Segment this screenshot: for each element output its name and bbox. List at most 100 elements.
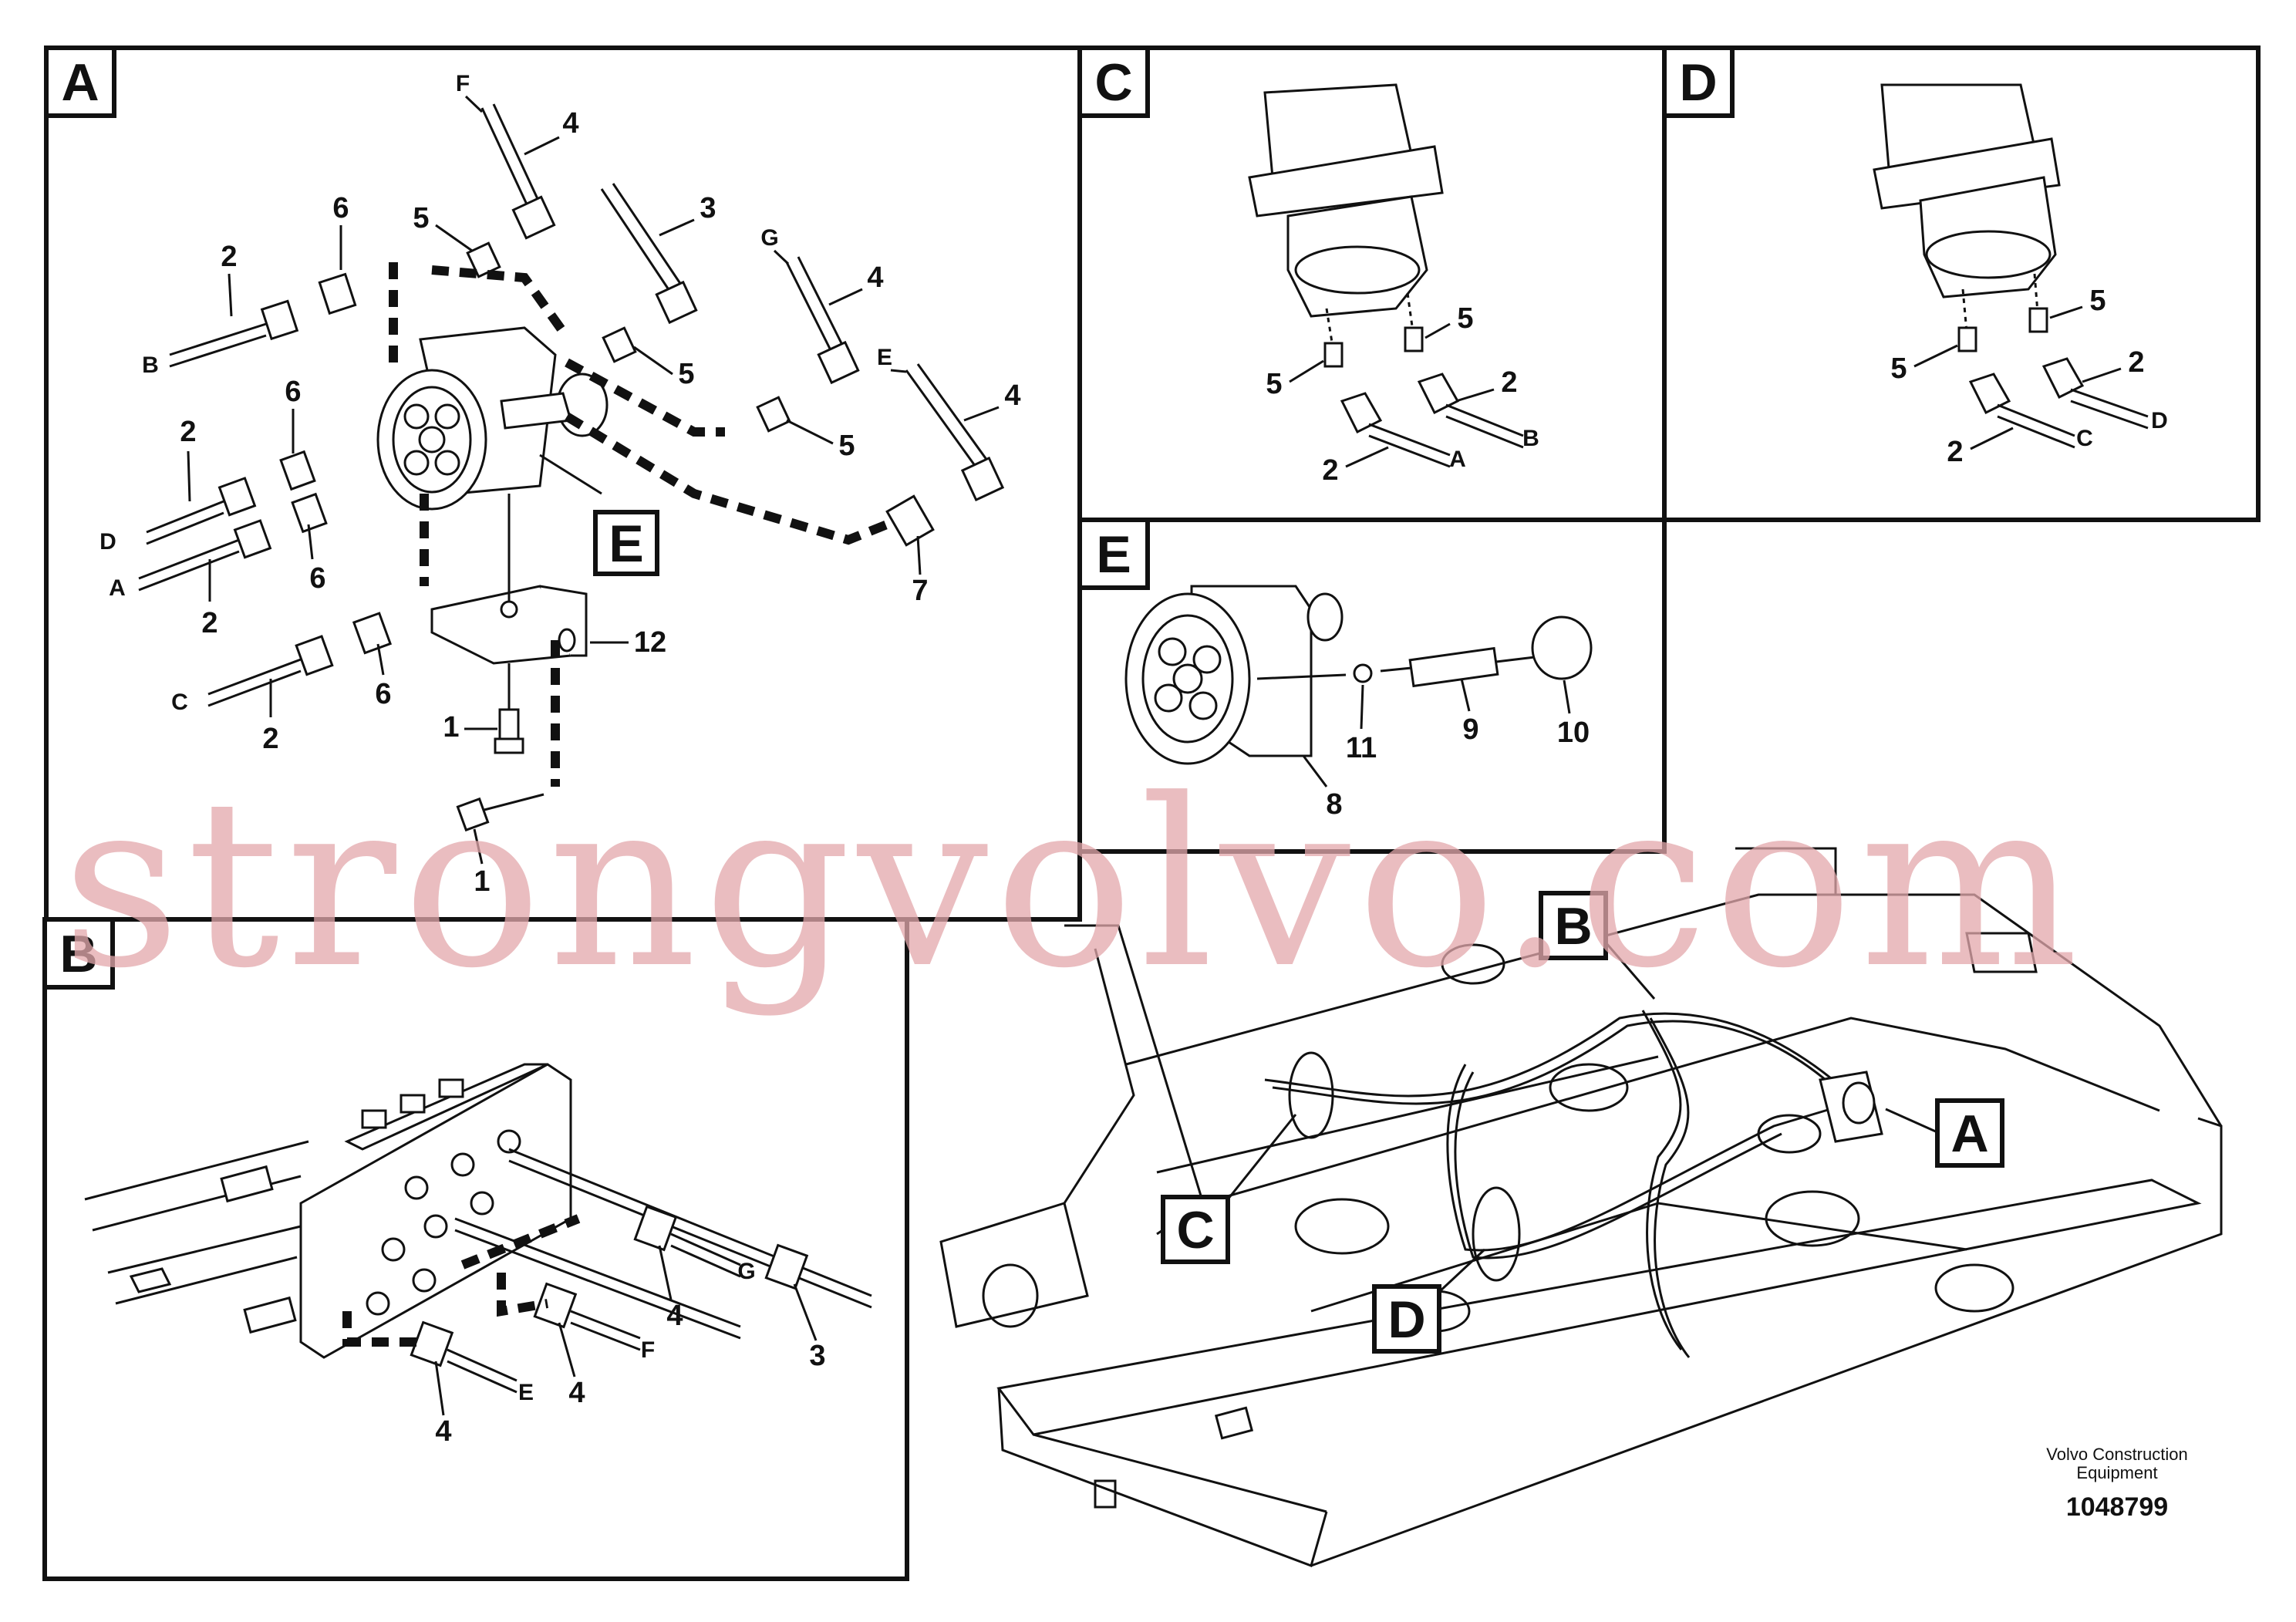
hose-b xyxy=(169,272,357,368)
callout: 5 xyxy=(838,430,855,462)
overview-frame-drawing xyxy=(939,847,2223,1567)
callout: 6 xyxy=(309,562,325,595)
line-letter: G xyxy=(737,1259,755,1284)
line-letter: F xyxy=(641,1337,655,1363)
callout: 11 xyxy=(1346,732,1377,764)
svg-text:E: E xyxy=(1096,525,1131,584)
callout: 8 xyxy=(1326,788,1342,821)
line-letter: E xyxy=(518,1380,534,1405)
panel-b-title: B xyxy=(42,917,115,990)
svg-text:B: B xyxy=(59,925,97,983)
callout: 4 xyxy=(666,1300,683,1332)
callout: 6 xyxy=(285,376,301,408)
callout: 5 xyxy=(1890,352,1907,385)
callout: 7 xyxy=(912,575,928,607)
panel-d-frame xyxy=(1662,46,2261,522)
overview-marker-a: A xyxy=(1885,1098,2004,1168)
line-letter: D xyxy=(2151,408,2168,433)
swivel-coupling-e xyxy=(1124,585,1344,765)
hose-g xyxy=(756,256,860,433)
svg-text:E: E xyxy=(609,514,643,573)
callout: 5 xyxy=(678,358,694,390)
company-name-line1: Volvo Construction xyxy=(2046,1445,2187,1464)
callout: 6 xyxy=(332,192,349,224)
drawing-number: 1048799 xyxy=(2066,1492,2168,1522)
callout: 4 xyxy=(568,1377,585,1409)
callout: 4 xyxy=(867,261,883,294)
callout: 1 xyxy=(443,711,459,744)
panel-e-drawing: 11 9 10 8 xyxy=(1124,585,1593,821)
dust-cap xyxy=(1531,615,1593,680)
hose-a xyxy=(138,492,328,592)
callout: 4 xyxy=(435,1415,451,1448)
panel-b-frame xyxy=(42,917,909,1581)
line-letter: A xyxy=(1449,447,1466,472)
company-name-line2: Equipment xyxy=(2076,1463,2157,1482)
washer xyxy=(1353,663,1373,683)
bolt-lower xyxy=(456,793,544,832)
callout: 2 xyxy=(221,241,237,273)
overview-marker-d: D xyxy=(1372,1248,1486,1354)
callout: 3 xyxy=(809,1340,825,1372)
bolt-upper xyxy=(494,708,524,754)
callout: 2 xyxy=(262,723,278,755)
hose-f xyxy=(466,103,556,278)
callout: 1 xyxy=(474,865,490,898)
line-letter: G xyxy=(760,225,778,251)
callout: 2 xyxy=(180,416,196,448)
hose-d xyxy=(146,450,316,545)
panel-a-title: A xyxy=(44,46,116,118)
overview-marker-b: B xyxy=(1539,891,1656,1000)
svg-text:D: D xyxy=(1387,1290,1425,1349)
hose-e xyxy=(885,363,1005,547)
hoses-b xyxy=(410,1148,872,1394)
panel-a-inset-marker-e: E xyxy=(593,510,659,576)
panel-d-drawing: 5 5 2 2 D C xyxy=(1873,83,2168,468)
line-letter: C xyxy=(2076,426,2093,451)
callout: 2 xyxy=(1947,436,1963,468)
svg-text:A: A xyxy=(1950,1104,1988,1163)
svg-text:D: D xyxy=(1679,53,1717,112)
swivel-housing-d xyxy=(1873,83,2061,298)
line-letter: B xyxy=(1522,426,1539,451)
callout: 10 xyxy=(1557,717,1590,749)
threaded-plug xyxy=(1380,646,1536,688)
callout: 6 xyxy=(375,678,391,710)
callout: 2 xyxy=(1501,366,1517,399)
watermark-text: strongvolvo.com xyxy=(62,750,2085,1019)
line-letter: A xyxy=(109,575,126,601)
panel-a-drawing: E 2 2 2 2 6 6 6 6 3 4 4 4 5 5 5 7 12 xyxy=(99,71,1020,898)
callout: 5 xyxy=(413,202,429,234)
line-letter: F xyxy=(456,71,470,96)
panel-c-drawing: 5 5 2 2 B A xyxy=(1248,83,1539,487)
callout: 4 xyxy=(562,107,578,140)
callout: 2 xyxy=(1322,454,1338,487)
callout: 4 xyxy=(1004,379,1020,412)
callout: 5 xyxy=(2089,285,2106,317)
panel-b-drawing: 4 3 4 4 G F E xyxy=(84,1063,872,1448)
manifold-plate xyxy=(299,1063,572,1359)
callout: 3 xyxy=(700,192,716,224)
callout: 12 xyxy=(634,626,666,659)
line-letter: D xyxy=(99,529,116,555)
line-letter: E xyxy=(877,345,892,370)
svg-text:C: C xyxy=(1094,53,1132,112)
callout: 5 xyxy=(1457,302,1473,335)
overview-marker-c: C xyxy=(1161,1114,1297,1264)
callout: 5 xyxy=(1266,368,1282,400)
panel-c-title: C xyxy=(1077,46,1150,118)
svg-text:A: A xyxy=(61,53,99,112)
callout: 2 xyxy=(201,607,217,639)
callout: 2 xyxy=(2128,346,2144,379)
swivel-housing-c xyxy=(1248,83,1444,318)
mounting-bracket xyxy=(430,585,588,665)
panel-d-title: D xyxy=(1662,46,1735,118)
panel-e-title: E xyxy=(1077,518,1150,590)
frame-rails xyxy=(84,1140,309,1334)
panel-e-frame xyxy=(1077,518,1667,854)
callout: 9 xyxy=(1462,713,1478,746)
line-letter: B xyxy=(142,352,159,378)
svg-text:B: B xyxy=(1554,897,1592,956)
hose-3 xyxy=(600,183,698,363)
